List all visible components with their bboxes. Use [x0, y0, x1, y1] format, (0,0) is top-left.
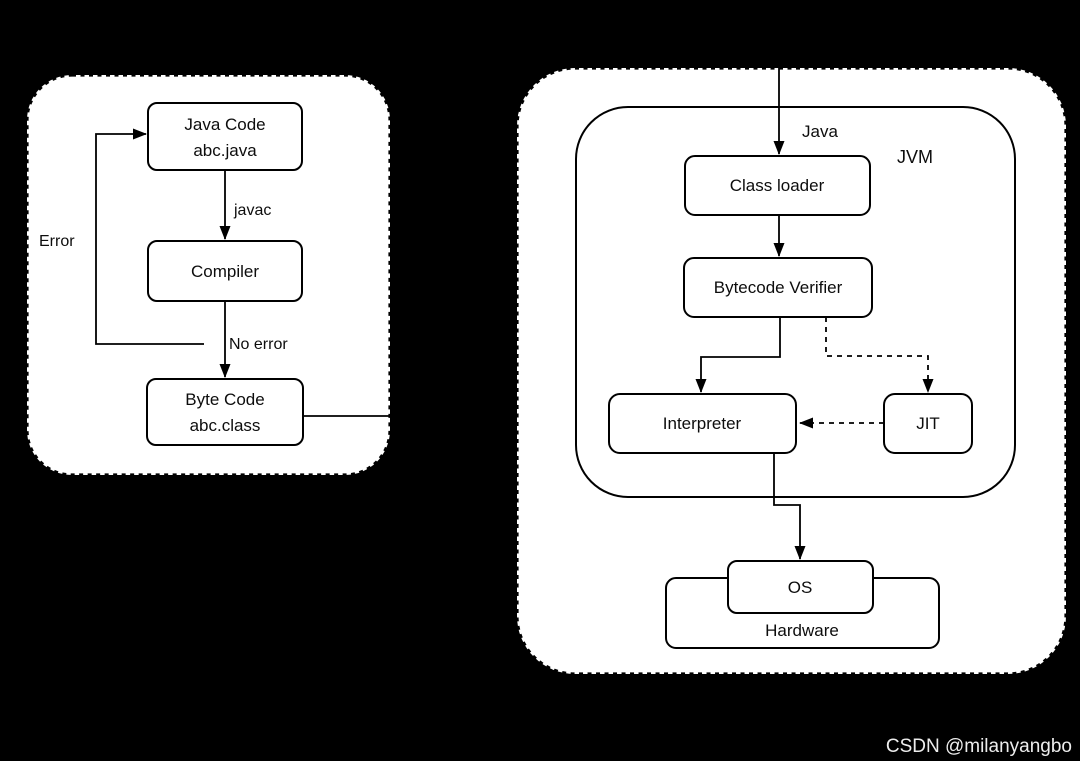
java-code-label-line2: abc.java — [193, 141, 257, 160]
interpreter-label: Interpreter — [663, 414, 742, 433]
bytecode-verifier-label: Bytecode Verifier — [714, 278, 843, 297]
jit-label: JIT — [916, 414, 940, 433]
byte-code-label-line1: Byte Code — [185, 390, 264, 409]
hardware-label: Hardware — [765, 621, 839, 640]
os-label: OS — [788, 578, 813, 597]
jvm-label: JVM — [897, 147, 933, 167]
error-label: Error — [39, 233, 75, 250]
byte-code-node — [146, 378, 304, 446]
no-error-label: No error — [229, 336, 288, 353]
java-label: Java — [802, 122, 838, 141]
class-loader-label: Class loader — [730, 176, 825, 195]
csdn-watermark: CSDN @milanyangbo — [886, 736, 1072, 757]
interpreter-node — [608, 393, 797, 454]
verifier-to-interpreter-arrow — [695, 317, 781, 393]
javac-label: javac — [233, 202, 271, 219]
jvm-panel-border — [515, 66, 1068, 676]
compile-flow-panel: Error Java Code abc.java javac Compiler … — [25, 73, 392, 477]
java-code-label-line1: Java Code — [184, 115, 265, 134]
interpreter-to-os-arrow — [773, 453, 806, 560]
verifier-to-jit-arrow — [825, 317, 934, 393]
bytecode-verifier-node — [683, 257, 873, 318]
error-loop-arrow — [95, 128, 204, 345]
jvm-container — [575, 106, 1016, 498]
compiler-label: Compiler — [191, 262, 259, 281]
os-node — [727, 560, 874, 614]
jvm-panel: JVM Java Class loader Bytecode Verifier … — [515, 64, 1068, 676]
byte-code-label-line2: abc.class — [190, 416, 261, 435]
class-loader-node — [684, 155, 871, 216]
